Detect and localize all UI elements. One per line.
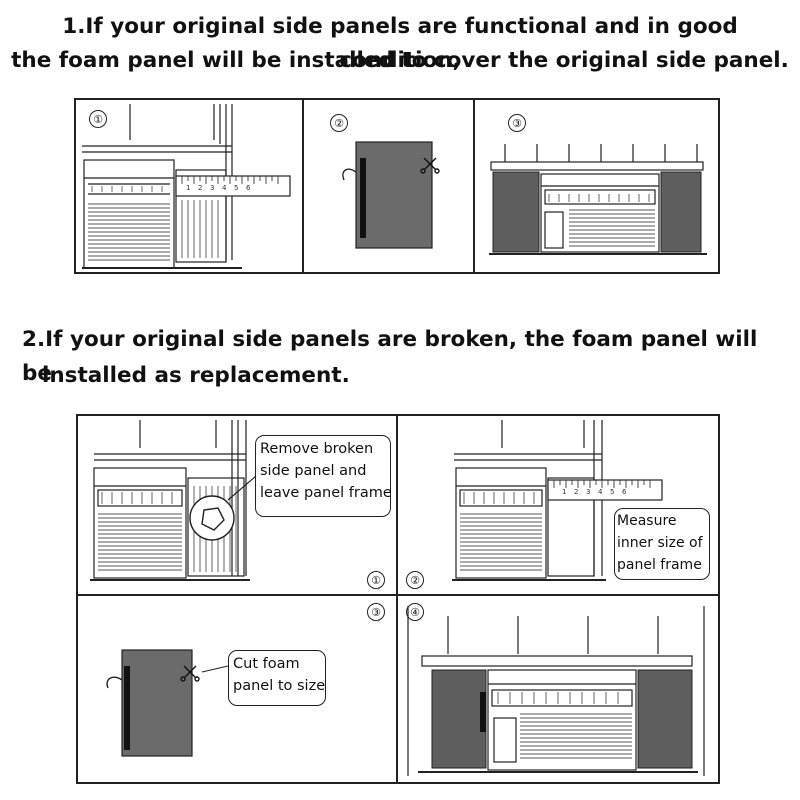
s1-foam-panel-cut-illustration: [342, 141, 440, 249]
ruler-tick-5: 5: [610, 488, 615, 496]
scissors-icon: [180, 665, 200, 682]
ruler-tick-6: 6: [246, 184, 251, 192]
ruler-tick-6: 6: [622, 488, 627, 496]
ruler-tick-4: 4: [598, 488, 603, 496]
scissors-icon: [420, 157, 440, 174]
ruler-tick-2: 2: [198, 184, 203, 192]
s2-measure-frame-callout: Measure inner size of panel frame: [614, 508, 710, 580]
callout-line: inner size of: [617, 535, 703, 551]
s1-ac-unit-with-ruler-illustration: [82, 104, 291, 269]
s2-step-1-number: ①: [367, 571, 385, 589]
callout-line: Cut foam: [233, 656, 300, 672]
s2-remove-panel-callout: Remove broken side panel and leave panel…: [255, 435, 392, 517]
s1-step-1-number: ①: [89, 110, 107, 128]
callout-line: Measure: [617, 513, 677, 529]
callout-line: side panel and: [260, 463, 367, 479]
s1-step-3-number: ③: [508, 114, 526, 132]
ruler-tick-1: 1: [186, 184, 191, 192]
callout-line: Remove broken: [260, 441, 374, 457]
s1-installed-foam-panels-illustration: [489, 144, 707, 255]
s2-step-2-number: ②: [406, 571, 424, 589]
callout-line: leave panel frame: [260, 485, 392, 501]
s2-installed-replacement-illustration: [407, 606, 705, 776]
section2-heading-line1: 2.If your original side panels are broke…: [22, 327, 758, 386]
s2-measure-frame-illustration: [452, 420, 663, 581]
s2-step-4-number: ④: [406, 603, 424, 621]
section1-heading-line1: 1.If your original side panels are funct…: [62, 14, 738, 73]
ruler-tick-3: 3: [586, 488, 591, 496]
callout-line: panel frame: [617, 557, 702, 573]
ruler-tick-4: 4: [222, 184, 227, 192]
section2-divider-vertical: [396, 414, 398, 784]
section1-divider-2: [473, 98, 475, 274]
section2-divider-horizontal: [76, 594, 720, 596]
ruler-tick-2: 2: [574, 488, 579, 496]
callout-line: panel to size: [233, 678, 326, 694]
section1-heading-line2: the foam panel will be installed to cove…: [11, 48, 789, 73]
s2-cut-foam-callout: Cut foam panel to size: [228, 650, 326, 706]
ruler-tick-5: 5: [234, 184, 239, 192]
s2-broken-side-panel-illustration: [90, 420, 257, 581]
s2-step-3-number: ③: [367, 603, 385, 621]
s2-cut-foam-illustration: [106, 649, 229, 757]
section2-heading-line2: installed as replacement.: [42, 363, 350, 388]
ruler-tick-3: 3: [210, 184, 215, 192]
section1-divider-1: [302, 98, 304, 274]
s1-step-2-number: ②: [330, 114, 348, 132]
ruler-tick-1: 1: [562, 488, 567, 496]
